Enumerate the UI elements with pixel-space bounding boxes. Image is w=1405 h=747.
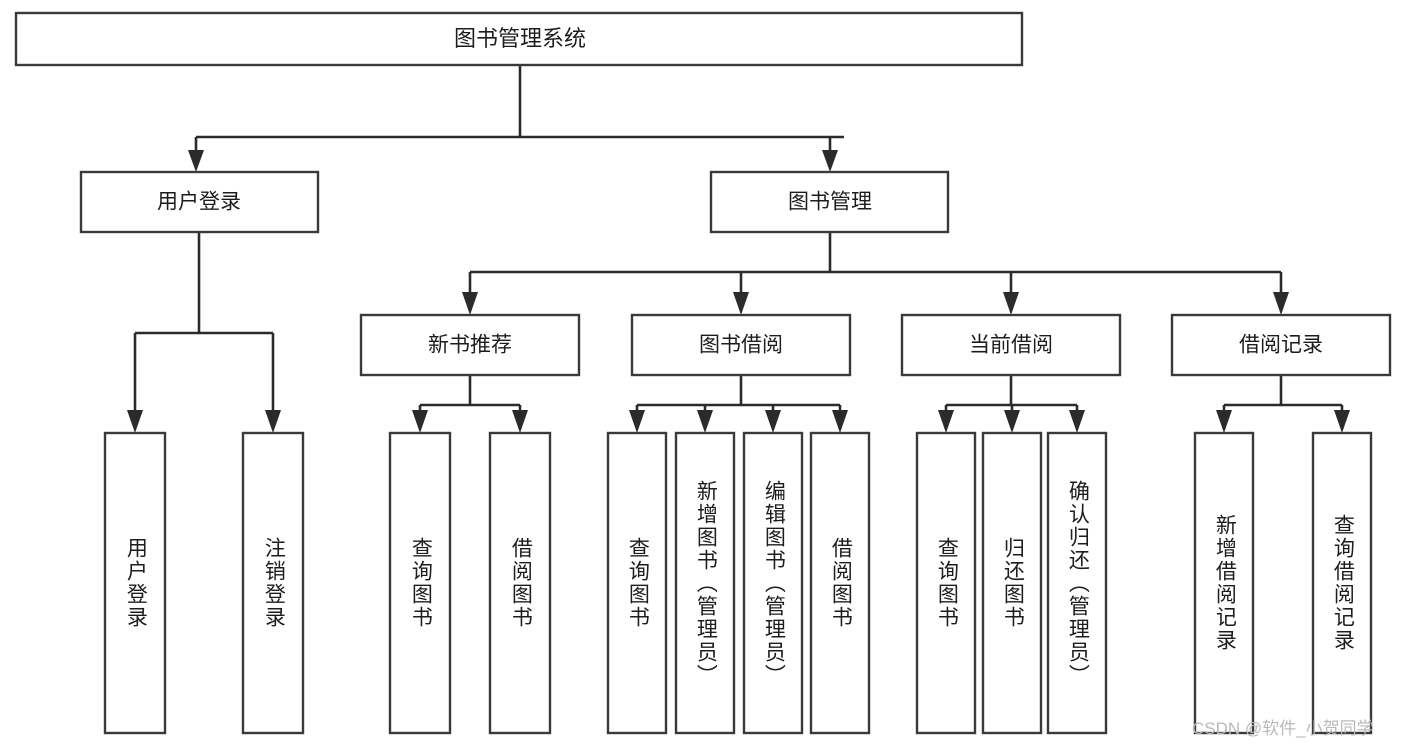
node-book-management[interactable]: [709, 170, 950, 234]
node-leaf-add-record[interactable]: [1193, 431, 1255, 735]
node-borrow-record[interactable]: [1170, 313, 1392, 377]
arrow-to-book-borrow: [733, 292, 749, 315]
arrow-leaf-query-book-2: [629, 410, 645, 433]
arrow-to-user-login: [188, 150, 204, 172]
node-book-management-label: 图书管理: [788, 191, 872, 214]
arrow-leaf-borrow-book-2: [832, 410, 848, 433]
arrow-leaf-return-book: [1004, 410, 1020, 433]
arrow-leaf-logout: [265, 410, 281, 433]
node-layer: 图书管理系统 用户登录 图书管理 新书推荐 图书借阅 当前借阅 借阅记录: [14, 11, 1392, 735]
node-leaf-return-book[interactable]: [981, 431, 1043, 735]
arrow-leaf-query-book-1: [412, 410, 428, 433]
csdn-watermark: CSDN @软件_小贺同学: [1192, 719, 1374, 738]
connector-layer: [127, 65, 1350, 433]
node-user-login[interactable]: [79, 170, 320, 234]
node-root-label: 图书管理系统: [454, 26, 586, 51]
node-leaf-confirm-return[interactable]: [1046, 431, 1108, 735]
node-current-borrow[interactable]: [900, 313, 1122, 377]
arrow-to-book-management: [822, 150, 838, 172]
node-current-borrow-label: 当前借阅: [969, 334, 1053, 357]
arrow-leaf-add-record: [1216, 410, 1232, 433]
node-leaf-logout[interactable]: [241, 431, 305, 735]
arrow-to-current-borrow: [1003, 292, 1019, 315]
node-new-book-recommend[interactable]: [359, 313, 581, 377]
node-leaf-add-book[interactable]: [674, 431, 736, 735]
node-leaf-query-book-2[interactable]: [606, 431, 668, 735]
node-user-login-label: 用户登录: [157, 191, 241, 214]
node-leaf-borrow-book-2[interactable]: [809, 431, 871, 735]
node-leaf-query-book-3[interactable]: [915, 431, 977, 735]
node-leaf-borrow-book-1[interactable]: [488, 431, 552, 735]
node-leaf-query-record[interactable]: [1311, 431, 1373, 735]
node-leaf-query-book-1[interactable]: [388, 431, 452, 735]
arrow-leaf-edit-book: [765, 410, 781, 433]
arrow-leaf-confirm-return: [1069, 410, 1085, 433]
node-new-book-recommend-label: 新书推荐: [428, 334, 512, 357]
node-leaf-user-login[interactable]: [103, 431, 167, 735]
arrow-leaf-query-record: [1334, 410, 1350, 433]
node-root[interactable]: [14, 11, 1024, 67]
arrow-to-borrow-record: [1273, 292, 1289, 315]
arrow-to-new-book-recommend: [462, 292, 478, 315]
node-book-borrow[interactable]: [630, 313, 852, 377]
node-leaf-edit-book[interactable]: [742, 431, 804, 735]
arrow-leaf-user-login: [127, 410, 143, 433]
arrow-leaf-query-book-3: [938, 410, 954, 433]
node-book-borrow-label: 图书借阅: [699, 334, 783, 357]
arrow-leaf-borrow-book-1: [512, 410, 528, 433]
node-borrow-record-label: 借阅记录: [1239, 334, 1323, 357]
arrow-leaf-add-book: [697, 410, 713, 433]
